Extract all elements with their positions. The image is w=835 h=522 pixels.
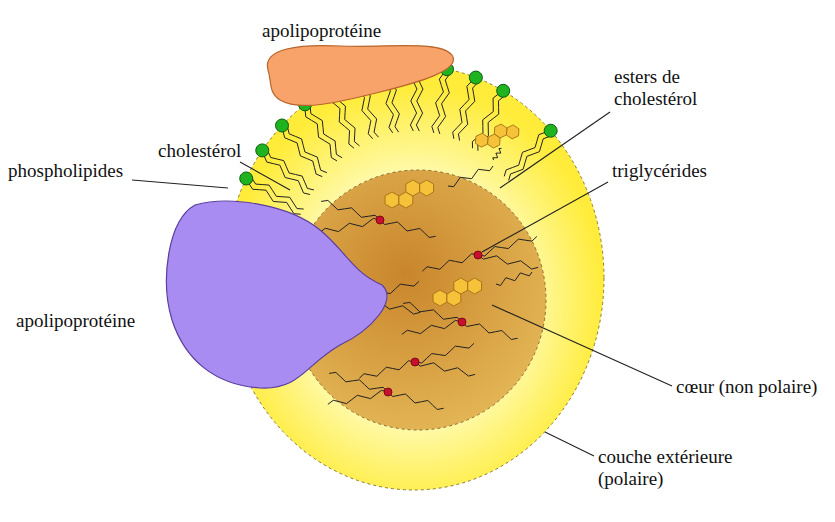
phospholipid-head — [497, 84, 510, 97]
fatty-acid-tail — [496, 272, 532, 286]
leader-line — [545, 432, 594, 456]
fatty-acid-tail — [359, 361, 415, 378]
phospholipid-head — [469, 71, 482, 84]
triglyceride-glycerol — [384, 388, 392, 396]
cholesterol-molecule — [475, 122, 519, 149]
fatty-acid-tail — [329, 372, 388, 392]
apolipoprotein-left — [167, 201, 387, 388]
cholesterol-molecule — [385, 180, 433, 208]
fatty-acid-tail — [402, 320, 462, 334]
leader-line — [482, 182, 608, 252]
part-label: phospholipides — [8, 160, 158, 182]
sterol-ring — [506, 124, 519, 139]
fatty-acid-tail — [438, 75, 450, 134]
fatty-acid-tail — [305, 110, 337, 161]
phospholipid-head — [544, 124, 557, 137]
fatty-acid-tail — [478, 255, 538, 269]
part-label: cholestérol — [158, 140, 278, 162]
fatty-acid-tail — [478, 236, 537, 256]
fatty-acid-tail — [458, 83, 477, 140]
fatty-acid-tail — [320, 218, 380, 232]
sterol-ring — [406, 180, 420, 196]
part-label: apolipoprotéine — [16, 310, 176, 332]
phospholipid-head — [256, 144, 269, 157]
sterol-ring — [420, 180, 434, 196]
fatty-acid-tail — [493, 148, 502, 160]
fatty-acid-tail — [288, 127, 327, 172]
part-label: triglycérides — [612, 160, 742, 182]
sterol-ring — [433, 290, 447, 306]
apolipoprotein-top — [267, 46, 453, 106]
fatty-acid-tail — [380, 220, 436, 237]
triglyceride-glycerol — [376, 216, 384, 224]
cholesterol-molecule — [433, 278, 481, 306]
fatty-acid-tail — [422, 254, 478, 271]
fatty-acid-tail — [504, 132, 545, 176]
sterol-ring — [475, 133, 488, 148]
triglyceride-glycerol — [411, 358, 419, 366]
sterol-ring — [468, 278, 482, 294]
leader-lines — [132, 112, 672, 456]
fatty-acid-tail — [321, 200, 380, 220]
triglyceride-glycerol — [458, 318, 466, 326]
leader-line — [492, 305, 672, 386]
fatty-acid-tail — [268, 151, 314, 190]
fatty-acid-tail — [388, 392, 444, 409]
fatty-acid-tail — [310, 107, 342, 158]
phospholipid-head — [240, 172, 253, 185]
fatty-acid-tail — [462, 322, 518, 339]
part-label: couche extérieure (polaire) — [598, 446, 768, 490]
sterol-ring — [487, 134, 500, 149]
sterol-ring — [454, 278, 468, 294]
leader-line — [240, 162, 290, 190]
fatty-acid-tail — [328, 390, 388, 404]
triglyceride-glycerol — [474, 251, 482, 259]
fatty-acid-tail — [448, 166, 493, 187]
fatty-acid-tail — [415, 343, 474, 363]
part-label: cœur (non polaire) — [676, 376, 831, 398]
fatty-acid-tail — [415, 362, 475, 376]
leader-line — [132, 180, 228, 188]
sterol-ring — [385, 192, 399, 208]
leader-line — [500, 112, 610, 188]
fatty-acid-tail — [283, 131, 322, 176]
part-label: apolipoprotéine — [262, 20, 442, 42]
phospholipid-head — [276, 119, 289, 132]
part-label: esters de cholestérol — [614, 66, 732, 110]
